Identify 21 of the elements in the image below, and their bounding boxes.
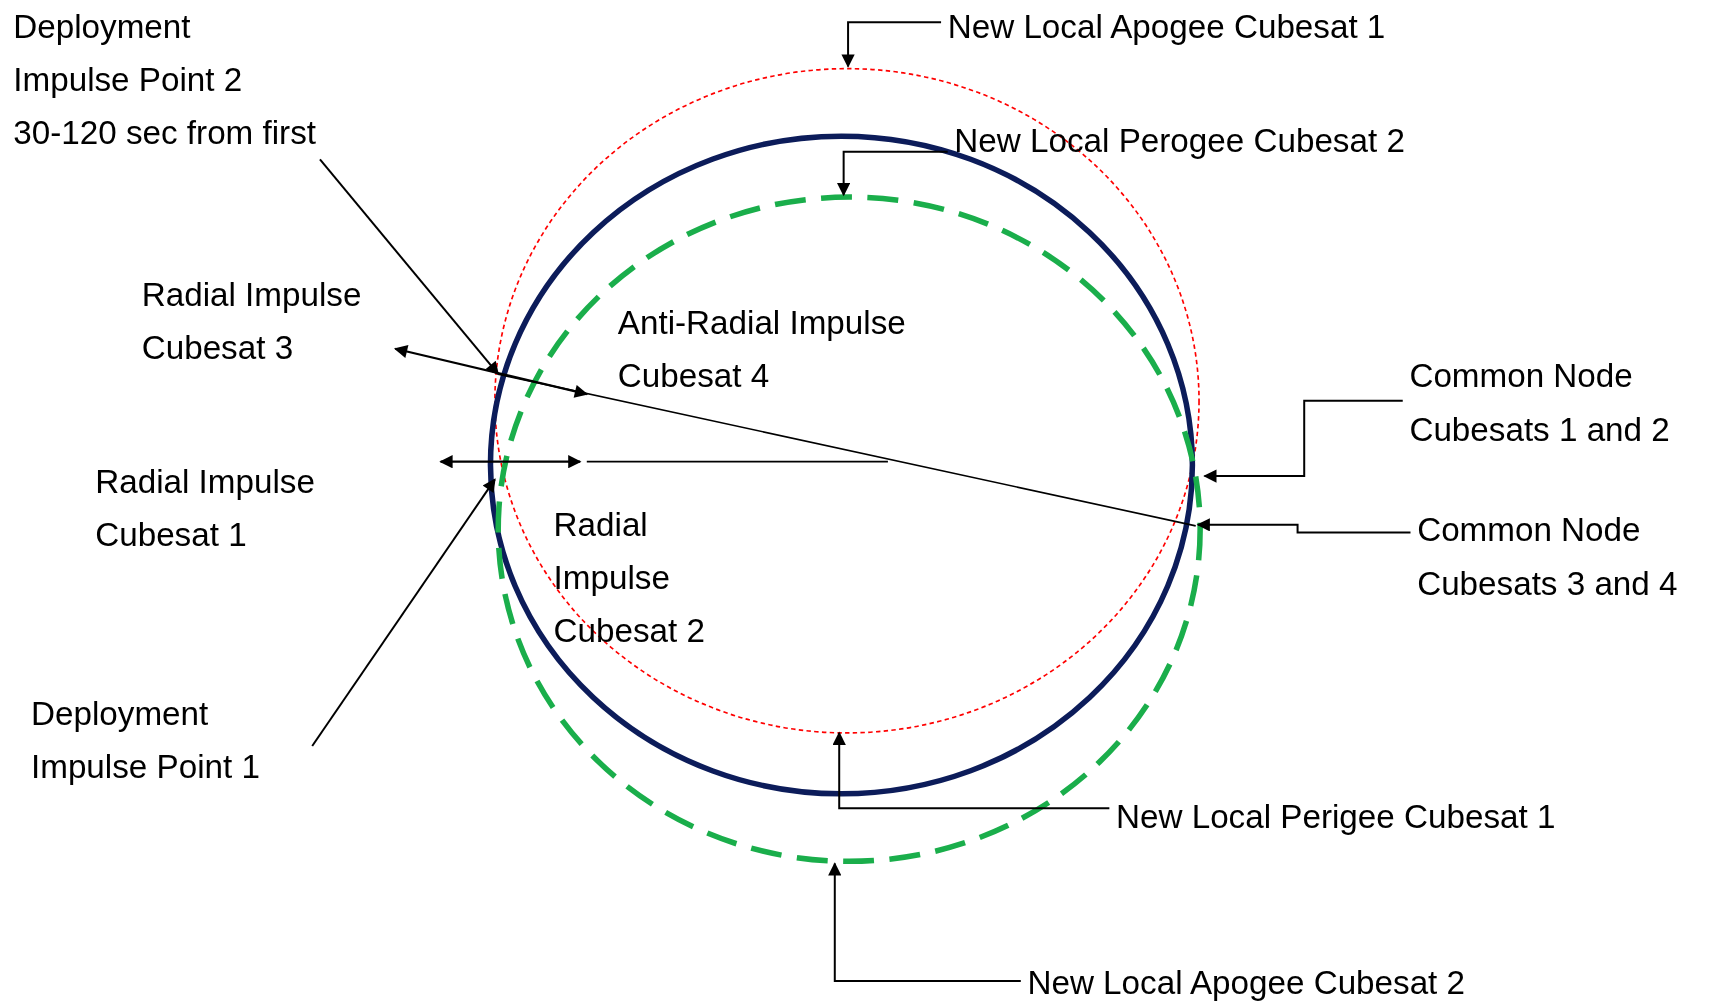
leader-line [318,158,500,376]
leader-line [841,21,943,68]
callout-label: Common Node Cubesats 3 and 4 [1417,510,1679,604]
callout-label: Common Node Cubesats 1 and 2 [1409,356,1671,450]
leader-line [311,478,496,747]
impulse-label: Radial Impulse Cubesat 3 [141,274,363,368]
leader-line [1196,518,1412,534]
leader-line [832,731,1111,810]
callout-label: Deployment Impulse Point 2 [13,6,244,100]
leader-line [828,862,1022,982]
leader-line [1203,399,1404,483]
callout-label: New Local Apogee Cubesat 1 [947,6,1386,47]
callout-label: New Local Perigee Cubesat 1 [1116,797,1556,837]
impulse-label: Radial Impulse Cubesat 1 [95,461,316,555]
callout-label: Deployment Impulse Point 1 [31,694,261,787]
impulse-label: Anti-Radial Impulse Cubesat 4 [617,303,907,397]
callout-label: New Local Apogee Cubesat 2 [1027,963,1466,1003]
impulse-label: Radial Impulse Cubesat 2 [553,504,706,651]
callout-label: New Local Perogee Cubesat 2 [954,120,1405,161]
leader-line [837,150,949,197]
callout-label: 30-120 sec from first [13,113,316,153]
